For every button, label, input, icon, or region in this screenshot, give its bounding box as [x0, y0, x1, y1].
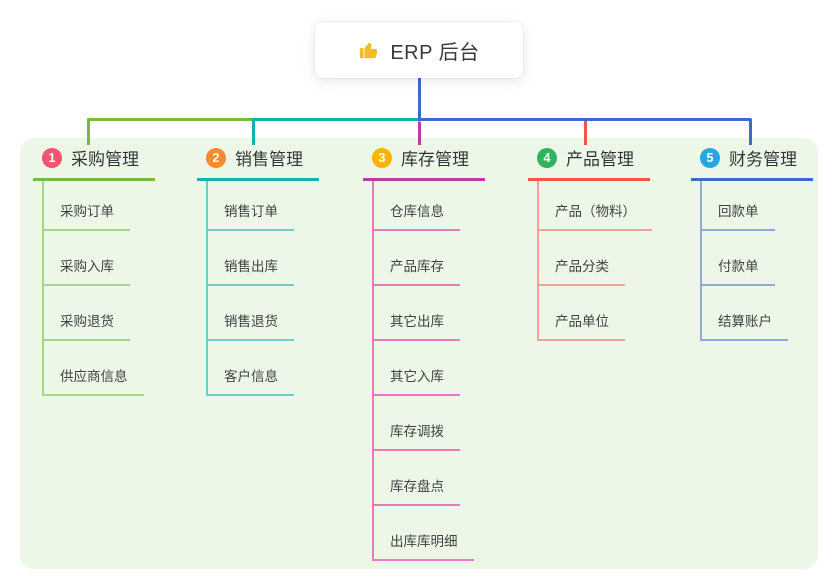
child-node[interactable]: 产品分类: [539, 231, 652, 286]
child-label: 客户信息: [208, 365, 294, 396]
child-node[interactable]: 付款单: [702, 231, 813, 286]
connector-branch-5: [419, 118, 752, 145]
child-node[interactable]: 库存盘点: [374, 451, 485, 506]
connector-branch-2: [252, 118, 419, 145]
branch-title[interactable]: 4 产品管理: [528, 145, 650, 181]
thumbs-up-icon: [358, 39, 380, 61]
child-node[interactable]: 销售订单: [208, 181, 319, 231]
child-node[interactable]: 其它出库: [374, 286, 485, 341]
branch-title[interactable]: 5 财务管理: [691, 145, 813, 181]
branch-title[interactable]: 3 库存管理: [363, 145, 485, 181]
child-node[interactable]: 客户信息: [208, 341, 319, 396]
child-node[interactable]: 采购订单: [44, 181, 155, 231]
branch-number-badge: 3: [372, 147, 392, 168]
child-label: 产品分类: [539, 255, 625, 286]
child-label: 产品（物料）: [539, 200, 652, 231]
branch-children: 销售订单 销售出库 销售退货 客户信息: [206, 181, 319, 396]
child-label: 采购入库: [44, 255, 130, 286]
branch-children: 产品（物料） 产品分类 产品单位: [537, 181, 652, 341]
branch-column: 5 财务管理 回款单 付款单 结算账户: [691, 145, 813, 341]
child-node[interactable]: 产品库存: [374, 231, 485, 286]
branch-number-badge: 5: [700, 147, 720, 168]
branch-label: 采购管理: [71, 150, 139, 169]
branch-children: 回款单 付款单 结算账户: [700, 181, 813, 341]
branch-column: 1 采购管理 采购订单 采购入库 采购退货 供应商信息: [33, 145, 155, 396]
branch-label: 销售管理: [235, 150, 303, 169]
branch-number-badge: 2: [206, 147, 226, 168]
child-label: 出库库明细: [374, 530, 474, 561]
child-label: 采购订单: [44, 200, 130, 231]
child-label: 其它出库: [374, 310, 460, 341]
connector-branch-4: [419, 118, 587, 145]
branches-panel: [20, 138, 818, 569]
child-node[interactable]: 其它入库: [374, 341, 485, 396]
root-label: ERP 后台: [390, 41, 480, 64]
child-node[interactable]: 采购入库: [44, 231, 155, 286]
branch-title[interactable]: 1 采购管理: [33, 145, 155, 181]
child-label: 采购退货: [44, 310, 130, 341]
child-node[interactable]: 结算账户: [702, 286, 813, 341]
child-label: 产品单位: [539, 310, 625, 341]
child-node[interactable]: 库存调拨: [374, 396, 485, 451]
child-node[interactable]: 产品（物料）: [539, 181, 652, 231]
child-label: 其它入库: [374, 365, 460, 396]
child-label: 库存盘点: [374, 475, 460, 506]
branch-column: 4 产品管理 产品（物料） 产品分类 产品单位: [528, 145, 652, 341]
child-node[interactable]: 仓库信息: [374, 181, 485, 231]
child-label: 供应商信息: [44, 365, 144, 396]
child-node[interactable]: 采购退货: [44, 286, 155, 341]
child-node[interactable]: 销售出库: [208, 231, 319, 286]
child-label: 销售订单: [208, 200, 294, 231]
branch-label: 财务管理: [729, 150, 797, 169]
branch-label: 库存管理: [401, 150, 469, 169]
child-node[interactable]: 销售退货: [208, 286, 319, 341]
branch-number-badge: 4: [537, 147, 557, 168]
branch-column: 2 销售管理 销售订单 销售出库 销售退货 客户信息: [197, 145, 319, 396]
child-label: 仓库信息: [374, 200, 460, 231]
branch-title[interactable]: 2 销售管理: [197, 145, 319, 181]
child-node[interactable]: 供应商信息: [44, 341, 155, 396]
child-label: 付款单: [702, 255, 775, 286]
child-label: 销售退货: [208, 310, 294, 341]
child-node[interactable]: 出库库明细: [374, 506, 485, 561]
child-label: 销售出库: [208, 255, 294, 286]
branch-number-badge: 1: [42, 147, 62, 168]
root-node[interactable]: ERP 后台: [315, 22, 523, 78]
branch-label: 产品管理: [566, 150, 634, 169]
child-label: 回款单: [702, 200, 775, 231]
branch-children: 仓库信息 产品库存 其它出库 其它入库 库存调拨 库存盘点 出库库明细: [372, 181, 485, 561]
child-label: 产品库存: [374, 255, 460, 286]
branch-column: 3 库存管理 仓库信息 产品库存 其它出库 其它入库 库存调拨 库存盘点 出库库…: [363, 145, 485, 561]
child-label: 结算账户: [702, 310, 788, 341]
child-node[interactable]: 产品单位: [539, 286, 652, 341]
child-label: 库存调拨: [374, 420, 460, 451]
child-node[interactable]: 回款单: [702, 181, 813, 231]
branch-children: 采购订单 采购入库 采购退货 供应商信息: [42, 181, 155, 396]
